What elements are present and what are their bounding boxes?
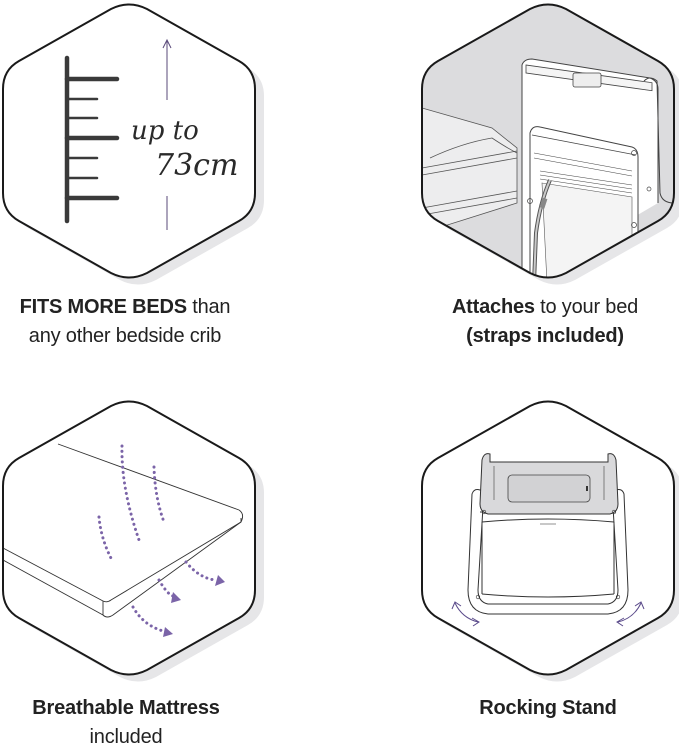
caption-rocking-stand: Rocking Stand: [422, 694, 674, 723]
caption-line2: included: [89, 726, 163, 748]
caption-rest: to your bed: [534, 296, 639, 318]
caption-bold: FITS MORE BEDS: [19, 296, 187, 318]
rocking-stand-icon: [421, 400, 679, 682]
breathable-mattress-icon: [2, 400, 264, 682]
caption-attaches-to-bed: Attaches to your bed (straps included): [420, 293, 670, 351]
caption-bold: Attaches: [451, 296, 535, 318]
height-value-label: 73cm: [155, 148, 238, 183]
caption-bold: Breathable Mattress: [32, 697, 220, 719]
up-to-label: up to: [131, 116, 199, 146]
caption-fits-more-beds: FITS MORE BEDS than any other bedside cr…: [0, 293, 250, 351]
crib-attached-to-bed-icon: [421, 3, 679, 285]
caption-line2: (straps included): [466, 325, 624, 347]
caption-bold: Rocking Stand: [479, 697, 617, 719]
caption-rest: than: [186, 296, 231, 318]
feature-panel-fits-more-beds: up to 73cm: [2, 3, 265, 293]
height-ruler-icon: up to 73cm: [2, 3, 264, 285]
feature-panel-rocking-stand: [421, 400, 679, 690]
caption-breathable-mattress: Breathable Mattress included: [0, 694, 252, 752]
caption-line2: any other bedside crib: [28, 325, 222, 347]
feature-panel-attaches-to-bed: [421, 3, 679, 293]
feature-panel-breathable-mattress: [2, 400, 265, 690]
